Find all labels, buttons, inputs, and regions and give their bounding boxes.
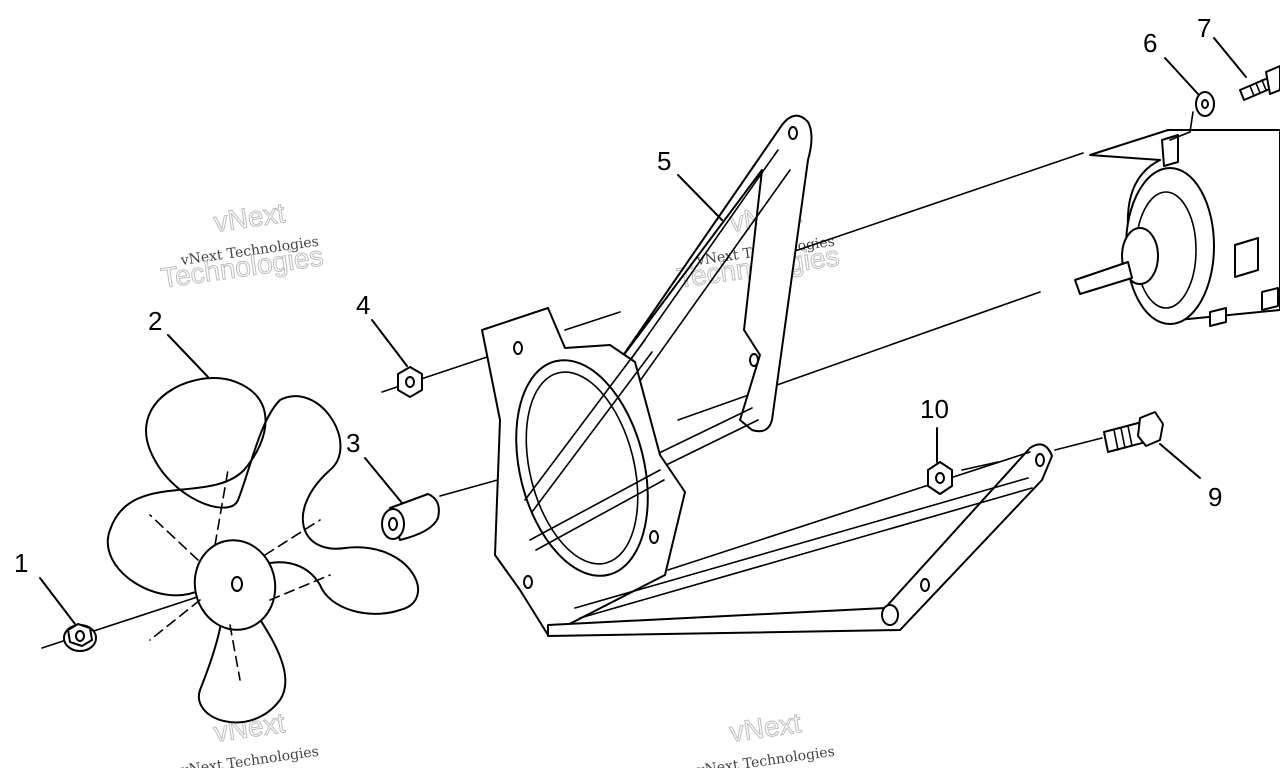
- watermark-bottom-center: vNext vNext Technologies: [695, 707, 836, 768]
- bracket-hole-top: [788, 126, 798, 140]
- flange-nut-hole: [75, 630, 85, 642]
- motor-foot: [1261, 287, 1279, 311]
- motor-terminal: [1234, 237, 1259, 278]
- nut-upper-hole: [405, 376, 415, 388]
- motor-mount-tab: [1161, 134, 1179, 167]
- shroud-strut: [529, 469, 661, 541]
- leader-lines: [39, 37, 1247, 625]
- shroud-strut: [535, 479, 665, 551]
- nut-lower: [927, 461, 953, 495]
- watermark-big-top: vNext: [212, 197, 287, 238]
- callout-10: 10: [920, 394, 949, 424]
- callout-5: 5: [657, 146, 671, 176]
- watermark-small: vNext Technologies: [179, 744, 320, 768]
- bracket-brace-edge: [619, 149, 779, 376]
- screw: [1239, 65, 1280, 101]
- leader-7: [1213, 37, 1247, 78]
- lower-bracket-rod: [667, 451, 1031, 571]
- lower-bracket-hole: [920, 578, 930, 592]
- axis-line-bolt: [961, 461, 999, 471]
- axis-line-motor-top: [791, 152, 1084, 253]
- washer-axis: [1169, 131, 1191, 141]
- bolt-thread: [1120, 427, 1126, 449]
- axis-line-bolt-right: [1054, 437, 1103, 451]
- fan-rib: [149, 599, 201, 641]
- flange-nut: [63, 623, 97, 652]
- fan-rib: [269, 574, 331, 601]
- bracket-rod: [654, 407, 753, 456]
- motor-shaft: [1074, 261, 1133, 295]
- callout-6: 6: [1143, 28, 1157, 58]
- bracket-rod: [659, 419, 759, 469]
- screw-thread: [1261, 79, 1267, 91]
- washer-hole: [1201, 99, 1209, 109]
- fan-blade: [106, 377, 419, 724]
- leader-5: [677, 174, 723, 221]
- callout-4: 4: [356, 290, 370, 320]
- bolt: [1103, 411, 1164, 453]
- motor-foot: [1209, 307, 1227, 327]
- lower-bracket-boss: [881, 604, 899, 626]
- bracket-hole-bottom: [749, 353, 759, 367]
- lower-bracket-rod: [579, 487, 1033, 619]
- fan-rib: [214, 469, 229, 546]
- callout-9: 9: [1208, 482, 1222, 512]
- fan-motor: [1074, 129, 1280, 327]
- bolt-thread: [1127, 425, 1133, 447]
- fan-blade-outline: [106, 377, 419, 724]
- shroud-strut: [524, 339, 646, 501]
- axis-line-upper-bracket: [564, 311, 621, 331]
- lower-bracket-hole: [1035, 453, 1045, 467]
- shroud-opening-inner: [525, 371, 639, 565]
- leader-4: [371, 319, 408, 367]
- bolt-head: [1137, 411, 1164, 447]
- callout-2: 2: [148, 306, 162, 336]
- nut-lower-hole: [935, 472, 945, 484]
- callout-7: 7: [1197, 13, 1211, 43]
- callout-3: 3: [346, 428, 360, 458]
- lower-support-bracket: [547, 443, 1053, 637]
- fan-rib: [229, 624, 241, 681]
- screw-thread: [1255, 82, 1261, 94]
- fan-rib: [264, 519, 321, 556]
- shroud-strut: [531, 351, 653, 513]
- fan-shroud: [481, 307, 686, 636]
- callout-labels: 1 2 3 4 5 6 7 9 10: [14, 13, 1222, 578]
- screw-head: [1265, 65, 1280, 95]
- shroud-hole: [649, 530, 659, 544]
- bracket-brace-edge: [631, 169, 791, 393]
- shroud-hole: [513, 341, 523, 355]
- leader-9: [1159, 443, 1201, 479]
- screw-thread: [1249, 85, 1255, 97]
- shroud-opening-outer: [515, 359, 649, 577]
- nut-upper: [397, 366, 423, 398]
- shroud-hole: [523, 575, 533, 589]
- spacer: [381, 493, 440, 541]
- spacer-bore: [388, 517, 398, 531]
- callout-1: 1: [14, 548, 28, 578]
- leader-6: [1164, 57, 1199, 95]
- bolt-thread: [1113, 429, 1119, 451]
- leader-1: [39, 577, 76, 625]
- bracket-plate: [619, 114, 813, 433]
- fan-hub-hole: [231, 576, 243, 592]
- watermark-left: vNext vNext Technologies Technologies: [159, 197, 326, 295]
- upper-support-bracket: [619, 114, 813, 469]
- leader-3: [364, 457, 403, 504]
- axis-line-motor: [677, 291, 1041, 421]
- watermark-small: vNext Technologies: [695, 744, 836, 768]
- washer-axis: [1189, 111, 1194, 133]
- watermark-big-top: vNext: [728, 707, 803, 748]
- leader-2: [167, 334, 209, 378]
- fan-rib: [149, 514, 199, 561]
- lower-bracket-rod: [574, 477, 1029, 609]
- washer: [1169, 91, 1215, 141]
